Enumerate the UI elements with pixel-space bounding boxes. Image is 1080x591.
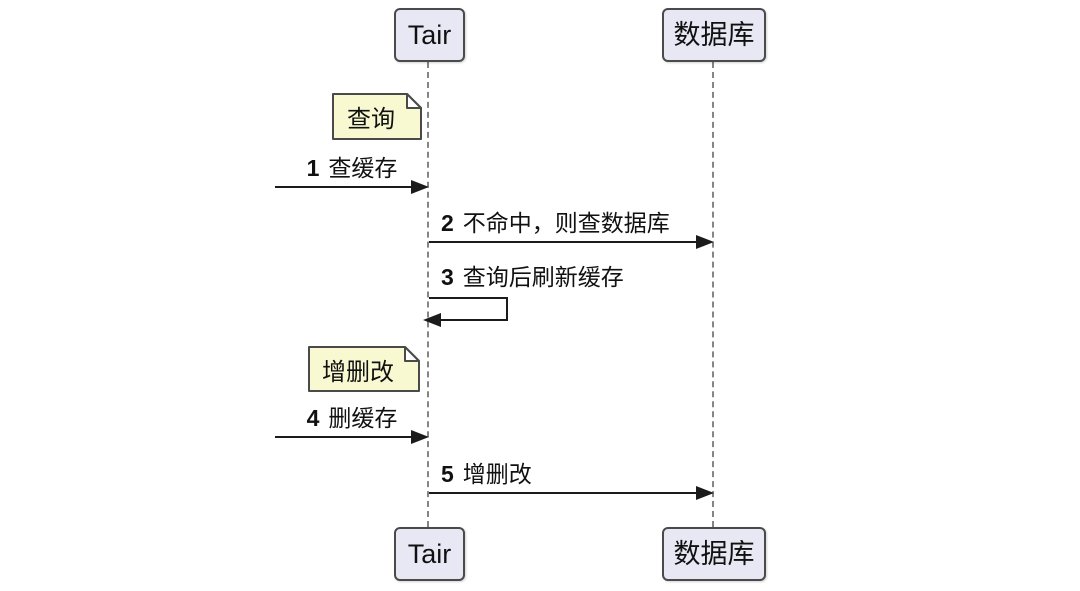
lifeline-db [712, 62, 714, 527]
message-4-label: 4 删缓存 [275, 405, 429, 432]
message-5-number: 5 [441, 461, 454, 487]
note-fold-icon [406, 93, 422, 109]
participant-db-label: 数据库 [673, 538, 755, 569]
note-shape [332, 93, 422, 140]
lifeline-tair [427, 62, 429, 527]
participant-tair-label: Tair [407, 538, 452, 569]
participant-tair-top: Tair [394, 8, 465, 62]
message-5-label: 5 增删改 [441, 461, 532, 488]
participant-db-label: 数据库 [673, 19, 755, 50]
message-2-number: 2 [441, 210, 454, 236]
message-3-label: 3 查询后刷新缓存 [441, 264, 624, 291]
message-1-arrowhead [411, 180, 429, 194]
message-2-arrow [429, 241, 696, 243]
participant-tair-bottom: Tair [394, 527, 465, 581]
note-query: 查询 [332, 93, 422, 140]
message-4-number: 4 [306, 405, 320, 431]
message-2-label: 2 不命中，则查数据库 [441, 210, 670, 237]
message-5-arrowhead [696, 486, 714, 500]
message-2-text: 不命中，则查数据库 [462, 210, 670, 236]
message-1-arrow [275, 186, 412, 188]
note-cud: 增删改 [308, 346, 420, 392]
message-4-arrow [275, 436, 412, 438]
message-1-number: 1 [306, 155, 320, 181]
message-3-number: 3 [441, 264, 454, 290]
note-query-label: 查询 [347, 106, 395, 133]
note-fold-icon [404, 346, 420, 362]
message-4-arrowhead [411, 430, 429, 444]
message-1-text: 查缓存 [328, 155, 398, 181]
message-5-arrow [429, 492, 696, 494]
message-3-text: 查询后刷新缓存 [462, 264, 624, 290]
participant-db-bottom: 数据库 [662, 527, 766, 581]
message-4-text: 删缓存 [328, 405, 398, 431]
message-1-label: 1 查缓存 [275, 155, 429, 182]
participant-tair-label: Tair [407, 19, 452, 50]
message-3-self-arrow [429, 297, 508, 321]
message-2-arrowhead [696, 235, 714, 249]
message-3-arrowhead [423, 313, 441, 327]
note-shape [308, 346, 420, 392]
note-cud-label: 增删改 [322, 358, 394, 386]
participant-db-top: 数据库 [662, 8, 766, 62]
message-5-text: 增删改 [462, 461, 532, 487]
